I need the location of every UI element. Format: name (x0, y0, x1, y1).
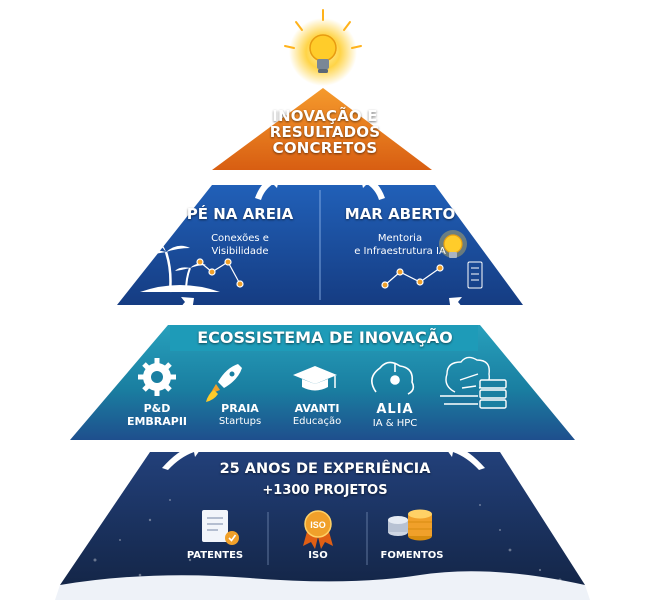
mar-aberto-subtitle: Mentoria e Infraestrutura IA (325, 233, 475, 258)
pe-na-areia-sub-line-2: Visibilidade (211, 245, 269, 257)
iso-medal-icon: ISO (303, 510, 333, 549)
svg-text:ISO: ISO (310, 520, 326, 530)
ai-chip-icon (371, 361, 415, 395)
pd-label: P&D (143, 402, 171, 415)
pe-na-areia-sub-line-1: Conexões e (211, 233, 269, 244)
pe-na-areia-subtitle: Conexões e Visibilidade (190, 233, 290, 258)
embrapii-label: EMBRAPII (126, 414, 188, 428)
certificate-icon (202, 510, 239, 545)
snow-dots (93, 499, 562, 582)
brain-server-icon (440, 356, 507, 409)
mar-aberto-sub-line-1: Mentoria (377, 233, 423, 244)
top-line-1: INOVAÇÃO E (272, 107, 378, 125)
pe-na-areia-title: PÉ NA AREIA (186, 205, 294, 223)
avanti-label: AVANTI (294, 402, 340, 415)
network-nodes-icon (196, 258, 244, 288)
alia-label: ALIA (376, 402, 414, 417)
lightbulb-icon (284, 9, 362, 86)
ecosystem-item-alia: ALIA IA & HPC (360, 402, 430, 429)
gear-icon (138, 358, 176, 396)
snow-ground (55, 571, 590, 600)
graduation-cap-icon (293, 366, 337, 391)
ecosystem-item-pd-embrapii: P&D EMBRAPII (122, 402, 192, 428)
projects-line: +1300 PROJETOS (262, 483, 388, 498)
experience-line: 25 ANOS DE EXPERIÊNCIA (219, 461, 431, 477)
ecosystem-title: ECOSSISTEMA DE INOVAÇÃO (197, 328, 453, 347)
ecosystem-item-praia: PRAIA Startups (205, 402, 275, 427)
top-line-3: CONCRETOS (272, 138, 378, 157)
arrows (162, 173, 485, 470)
ai-network-bulb-icon (381, 230, 483, 289)
top-tier-title: INOVAÇÃO E RESULTADOS CONCRETOS (235, 107, 415, 157)
tier-top (212, 88, 432, 170)
praia-label: PRAIA (221, 402, 259, 415)
palm-island-icon (140, 238, 220, 293)
top-line-2: RESULTADOS (269, 122, 381, 141)
praia-sub: Startups (218, 415, 262, 427)
rocket-icon (206, 364, 242, 402)
coins-icon (388, 509, 432, 541)
patentes-label: PATENTES (186, 550, 244, 561)
mar-aberto-title: MAR ABERTO (344, 205, 456, 223)
iso-label: ISO (308, 550, 328, 561)
mar-aberto-sub-line-2: e Infraestrutura IA (354, 245, 446, 257)
alia-sub: IA & HPC (372, 417, 418, 429)
avanti-sub: Educação (292, 415, 342, 427)
ecosystem-item-avanti: AVANTI Educação (282, 402, 352, 427)
fomentos-label: FOMENTOS (380, 550, 444, 561)
ecosystem-banner (170, 325, 478, 351)
